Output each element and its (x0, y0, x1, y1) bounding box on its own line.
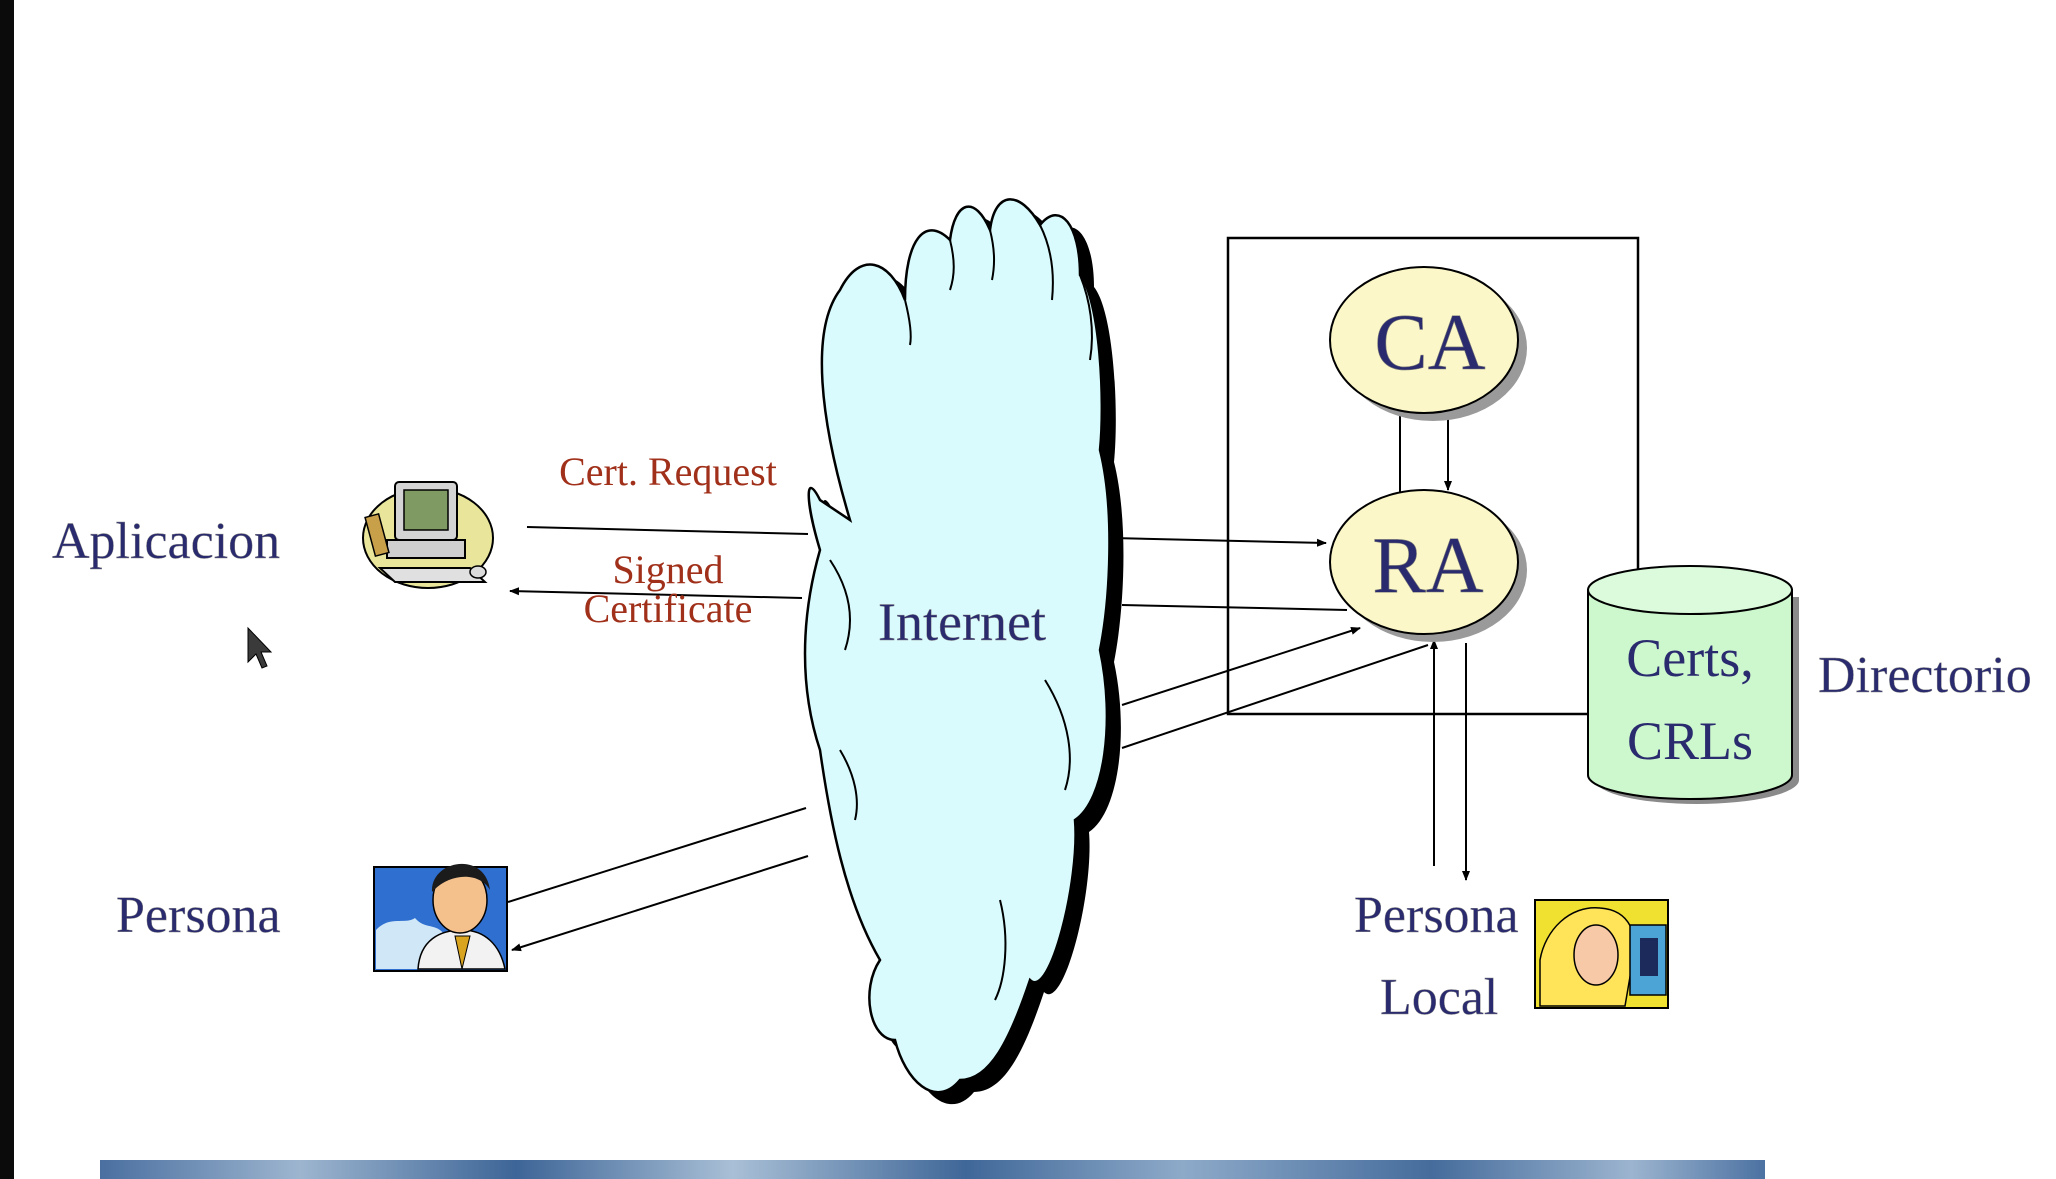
signed-label: Signed (612, 547, 723, 592)
ra-label: RA (1372, 522, 1483, 610)
persona-label: Persona (116, 887, 281, 944)
aplicacion-label: Aplicacion (52, 513, 280, 570)
connection-lines (507, 405, 1470, 952)
persona-local-label-line1: Persona (1354, 887, 1519, 944)
mouse-pointer-icon (247, 626, 273, 669)
computer-icon (362, 481, 494, 589)
cert-request-label: Cert. Request (559, 449, 777, 494)
certs-label: Certs, (1626, 628, 1754, 688)
woman-at-computer-icon (1534, 899, 1669, 1009)
businessman-icon (373, 863, 508, 972)
ca-label: CA (1374, 299, 1485, 387)
certificate-label: Certificate (584, 586, 753, 631)
internet-label: Internet (878, 592, 1046, 652)
persona-local-label-line2: Local (1380, 969, 1498, 1026)
ra-node: RA (1329, 489, 1527, 642)
internet-cloud (803, 198, 1124, 1105)
certs-crls-database: Certs, CRLs (1587, 565, 1799, 804)
left-edge-bar (0, 0, 14, 1179)
ca-node: CA (1329, 266, 1527, 421)
directorio-label: Directorio (1818, 647, 2032, 704)
crls-label: CRLs (1627, 711, 1753, 771)
bottom-decorative-band (100, 1160, 1765, 1179)
